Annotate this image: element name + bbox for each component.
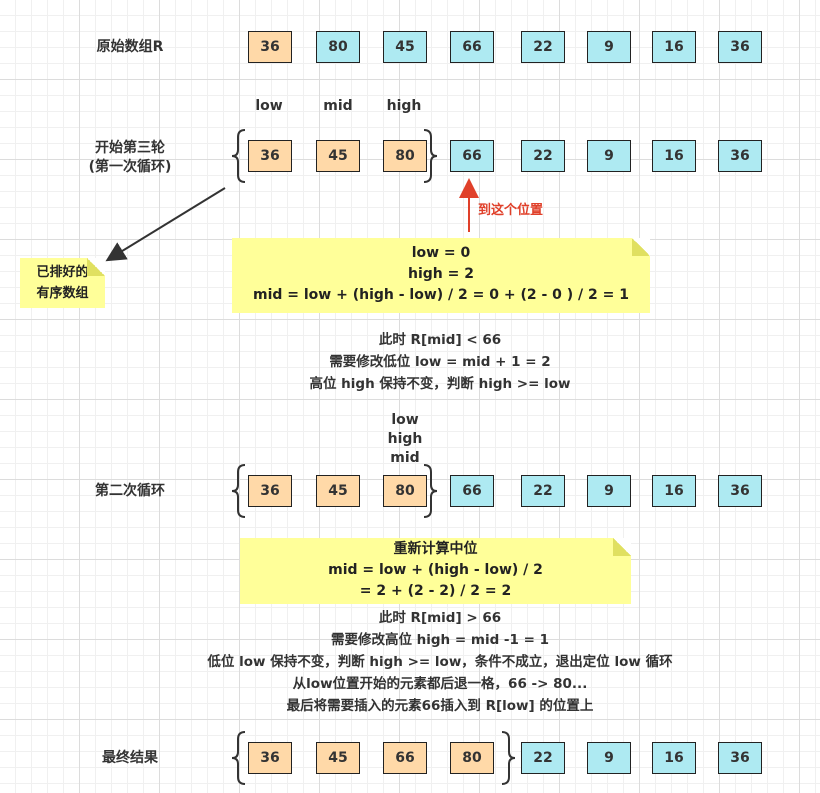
array-cell: 80 (383, 475, 427, 507)
array-cell: 45 (316, 475, 360, 507)
array-cell: 16 (652, 742, 696, 774)
array-cell: 66 (450, 140, 494, 172)
array-cell: 36 (248, 475, 292, 507)
dark-arrow (105, 187, 226, 262)
right-brace (501, 731, 516, 785)
array-cell: 45 (383, 31, 427, 63)
array-cell: 22 (521, 140, 565, 172)
sorted-array-line2: 有序数组 (36, 286, 89, 301)
array-cell: 36 (248, 31, 292, 63)
array-cell: 45 (316, 140, 360, 172)
array-cell: 9 (587, 140, 631, 172)
row-label-round3: 开始第三轮 (第一次循环) (70, 139, 190, 177)
note1-line2: high = 2 (408, 266, 474, 282)
right-brace (423, 129, 438, 183)
sorted-array-note: 已排好的 有序数组 (20, 258, 105, 308)
array-cell: 9 (587, 475, 631, 507)
calc-note-1: low = 0 high = 2 mid = low + (high - low… (232, 238, 650, 313)
array-cell: 80 (450, 742, 494, 774)
array-cell: 16 (652, 475, 696, 507)
explanation-2: 此时 R[mid] > 66 需要修改高位 high = mid -1 = 1 … (150, 607, 730, 717)
array-cell: 66 (383, 742, 427, 774)
array-cell: 80 (316, 31, 360, 63)
explanation-2-line1: 此时 R[mid] > 66 (378, 610, 502, 626)
sorted-array-line1: 已排好的 (36, 265, 89, 280)
array-cell: 22 (521, 31, 565, 63)
to-position-label: 到这个位置 (478, 203, 544, 218)
array-cell: 36 (718, 31, 762, 63)
left-brace (231, 731, 246, 785)
array-cell: 16 (652, 31, 696, 63)
note2-line3: = 2 + (2 - 2) / 2 = 2 (359, 583, 512, 599)
explanation-1-line1: 此时 R[mid] < 66 (378, 332, 502, 348)
row-label-final: 最终结果 (102, 750, 158, 766)
array-cell: 36 (718, 475, 762, 507)
pointer-low-2: low (391, 412, 419, 428)
row-label-round3-line2: (第一次循环) (88, 159, 172, 175)
pointer-high-2: high (387, 431, 423, 447)
pointer-mid-2: mid (390, 450, 420, 466)
array-cell: 9 (587, 31, 631, 63)
row-label-round3-line1: 开始第三轮 (95, 140, 165, 156)
right-brace (423, 464, 438, 518)
array-cell: 80 (383, 140, 427, 172)
explanation-2-line3: 低位 low 保持不变，判断 high >= low，条件不成立，退出定位 lo… (207, 654, 673, 670)
explanation-2-line2: 需要修改高位 high = mid -1 = 1 (330, 632, 550, 648)
explanation-2-line5: 最后将需要插入的元素66插入到 R[low] 的位置上 (286, 698, 594, 714)
pointer-stack: low high mid (380, 411, 430, 468)
calc-note-2: 重新计算中位 mid = low + (high - low) / 2 = 2 … (240, 538, 631, 604)
array-cell: 36 (248, 140, 292, 172)
row-label-second-loop: 第二次循环 (95, 483, 165, 499)
left-brace (231, 129, 246, 183)
array-cell: 36 (248, 742, 292, 774)
array-cell: 36 (718, 742, 762, 774)
note2-line2: mid = low + (high - low) / 2 (328, 562, 543, 578)
note2-line1: 重新计算中位 (393, 541, 478, 557)
note-fold-icon (613, 538, 631, 556)
array-cell: 9 (587, 742, 631, 774)
array-cell: 66 (450, 31, 494, 63)
note-fold-icon (632, 238, 650, 256)
explanation-1: 此时 R[mid] < 66 需要修改低位 low = mid + 1 = 2 … (240, 329, 640, 395)
array-cell: 16 (652, 140, 696, 172)
explanation-1-line3: 高位 high 保持不变，判断 high >= low (309, 376, 571, 392)
pointer-mid: mid (323, 98, 353, 114)
note1-line3: mid = low + (high - low) / 2 = 0 + (2 - … (252, 287, 629, 303)
row-label-original: 原始数组R (96, 39, 164, 55)
note1-line1: low = 0 (411, 245, 471, 261)
explanation-1-line2: 需要修改低位 low = mid + 1 = 2 (329, 354, 551, 370)
array-cell: 22 (521, 475, 565, 507)
left-brace (231, 464, 246, 518)
note-fold-icon (87, 258, 105, 276)
pointer-low: low (255, 98, 283, 114)
pointer-high: high (386, 98, 422, 114)
array-cell: 22 (521, 742, 565, 774)
explanation-2-line4: 从low位置开始的元素都后退一格，66 -> 80... (292, 676, 588, 692)
array-cell: 36 (718, 140, 762, 172)
array-cell: 66 (450, 475, 494, 507)
array-cell: 45 (316, 742, 360, 774)
